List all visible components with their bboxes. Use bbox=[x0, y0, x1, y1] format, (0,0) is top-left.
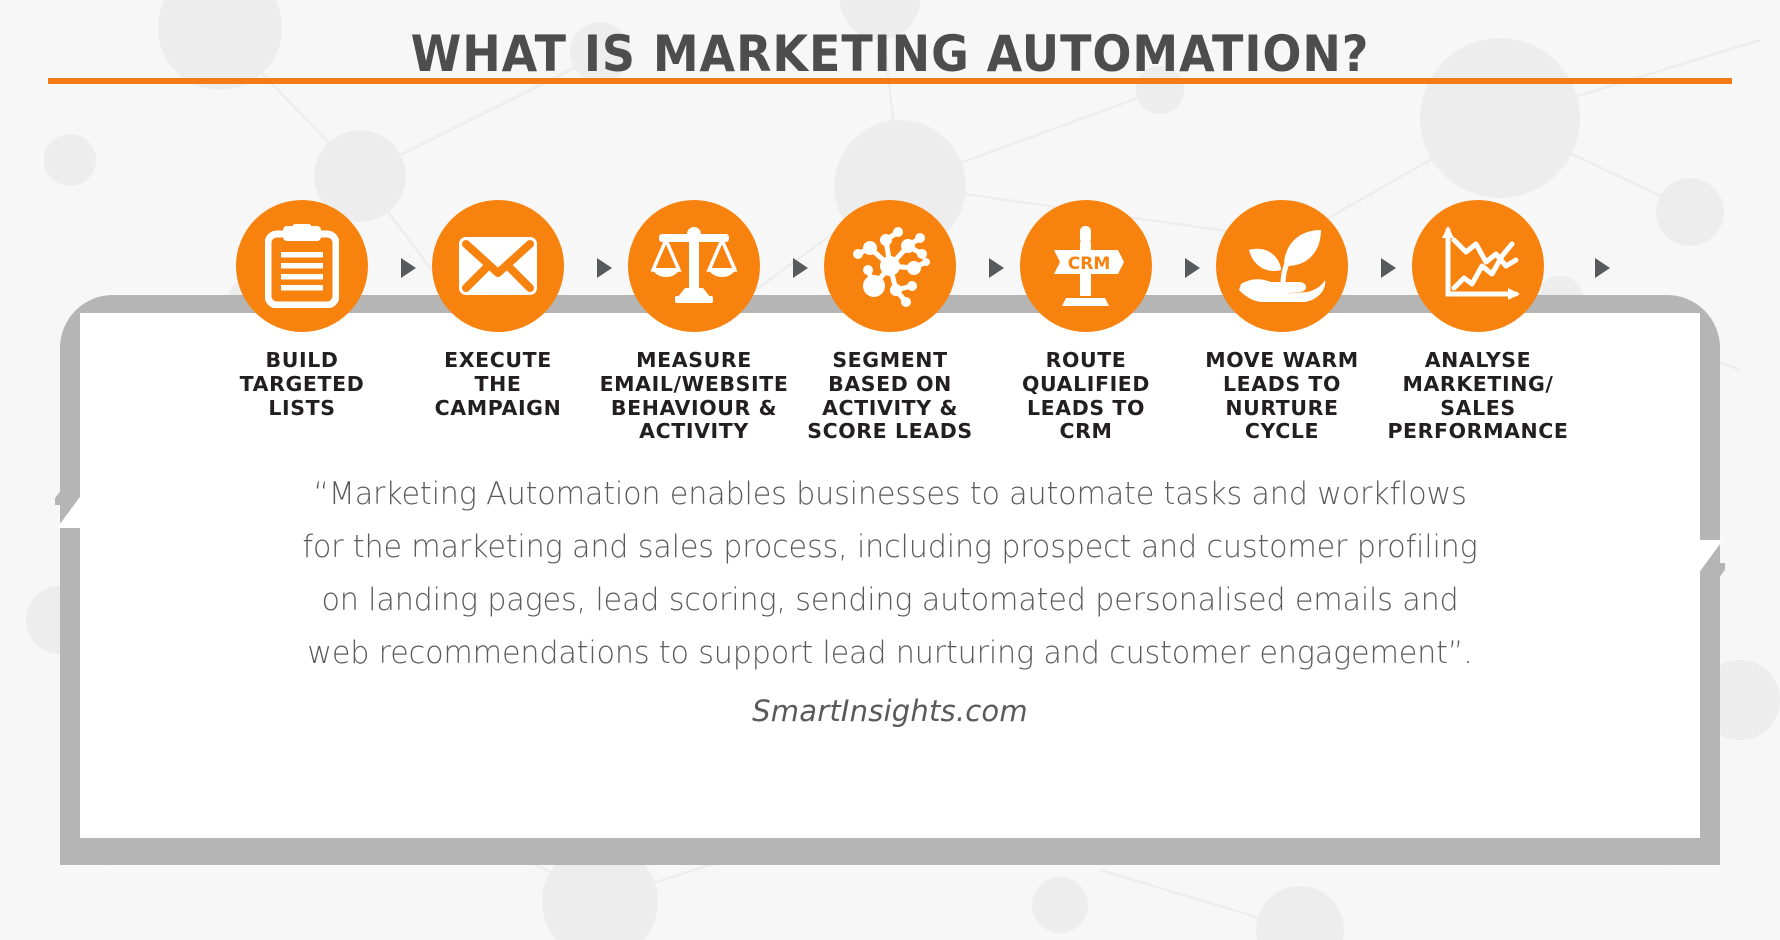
step-label-line: Build bbox=[265, 348, 339, 372]
quote-line: for the marketing and sales process, inc… bbox=[302, 529, 1478, 565]
step-label-line: performance bbox=[1387, 419, 1569, 444]
quote-source: SmartInsights.com bbox=[752, 694, 1028, 728]
envelope-icon bbox=[459, 237, 537, 295]
step-icon-circle bbox=[824, 200, 956, 332]
triangle-right-icon bbox=[401, 258, 416, 278]
triangle-right-icon bbox=[597, 258, 612, 278]
content-card bbox=[80, 313, 1700, 838]
step-label-line: crm bbox=[1059, 419, 1113, 444]
step-label-line: lists bbox=[268, 395, 336, 420]
step-icon-circle: CRM bbox=[1020, 200, 1152, 332]
step-icon-circle bbox=[432, 200, 564, 332]
step-label: Analyse marketing/ sales performance bbox=[1387, 348, 1569, 444]
line-chart-icon bbox=[1442, 226, 1520, 300]
quote-line: on landing pages, lead scoring, sending … bbox=[321, 582, 1459, 618]
quote-line: web recommendations to support lead nurt… bbox=[307, 635, 1473, 671]
triangle-right-icon bbox=[1185, 258, 1200, 278]
step-label-line: Measure bbox=[636, 348, 752, 372]
step-label: Execute the campaign bbox=[434, 348, 562, 420]
step-label-line: targeted bbox=[239, 371, 365, 396]
step-label: Build targeted lists bbox=[239, 348, 365, 420]
signpost-crm-text: CRM bbox=[1068, 254, 1110, 274]
title-underline-rule bbox=[48, 78, 1732, 84]
process-step-build-targeted-lists[interactable]: Build targeted lists bbox=[204, 200, 416, 420]
step-icon-circle bbox=[1216, 200, 1348, 332]
clipboard-icon bbox=[265, 224, 339, 308]
page-title: WHAT IS MARKETING AUTOMATION? bbox=[410, 25, 1370, 83]
triangle-right-icon bbox=[1381, 258, 1396, 278]
process-step-execute-the-campaign[interactable]: Execute the campaign bbox=[400, 200, 612, 420]
step-label: Measure email/website behaviour & activi… bbox=[599, 348, 789, 444]
step-label-line: email/website bbox=[599, 371, 789, 396]
quote-line: “Marketing Automation enables businesses… bbox=[313, 476, 1467, 512]
step-label-line: Segment bbox=[832, 348, 948, 372]
network-nodes-icon bbox=[853, 227, 930, 307]
triangle-right-icon bbox=[989, 258, 1004, 278]
process-step-measure-behaviour[interactable]: Measure email/website behaviour & activi… bbox=[596, 200, 808, 444]
step-label-line: sales bbox=[1440, 395, 1516, 420]
step-label-line: activity & bbox=[822, 395, 958, 420]
balance-scales-icon bbox=[651, 227, 737, 303]
step-icon-circle bbox=[628, 200, 760, 332]
process-step-analyse-performance[interactable]: Analyse marketing/ sales performance bbox=[1380, 200, 1610, 444]
step-label-line: Execute bbox=[444, 348, 552, 372]
step-label-line: campaign bbox=[434, 395, 562, 420]
step-label-line: marketing/ bbox=[1402, 371, 1554, 396]
step-label-line: behaviour & bbox=[610, 395, 778, 420]
hand-plant-icon bbox=[1239, 230, 1326, 302]
triangle-right-icon bbox=[793, 258, 808, 278]
step-label-line: the bbox=[474, 371, 522, 396]
triangle-right-icon bbox=[1595, 258, 1610, 278]
step-icon-circle bbox=[236, 200, 368, 332]
step-label-line: Move warm bbox=[1205, 348, 1359, 372]
step-label-line: based on bbox=[828, 371, 952, 396]
step-label-line: nurture bbox=[1225, 395, 1339, 420]
step-label-line: Route bbox=[1045, 348, 1127, 372]
step-label-line: cycle bbox=[1244, 419, 1320, 444]
quote-block: “Marketing Automation enables businesses… bbox=[120, 468, 1660, 728]
signpost-crm-icon: CRM bbox=[1054, 226, 1124, 306]
step-icon-circle bbox=[1412, 200, 1544, 332]
process-steps: Build targeted lists Execute the campaig… bbox=[0, 200, 1780, 460]
step-label-line: Analyse bbox=[1424, 348, 1532, 372]
header: WHAT IS MARKETING AUTOMATION? bbox=[0, 28, 1780, 81]
step-label-line: activity bbox=[639, 419, 749, 444]
step-label-line: qualified bbox=[1021, 371, 1151, 396]
